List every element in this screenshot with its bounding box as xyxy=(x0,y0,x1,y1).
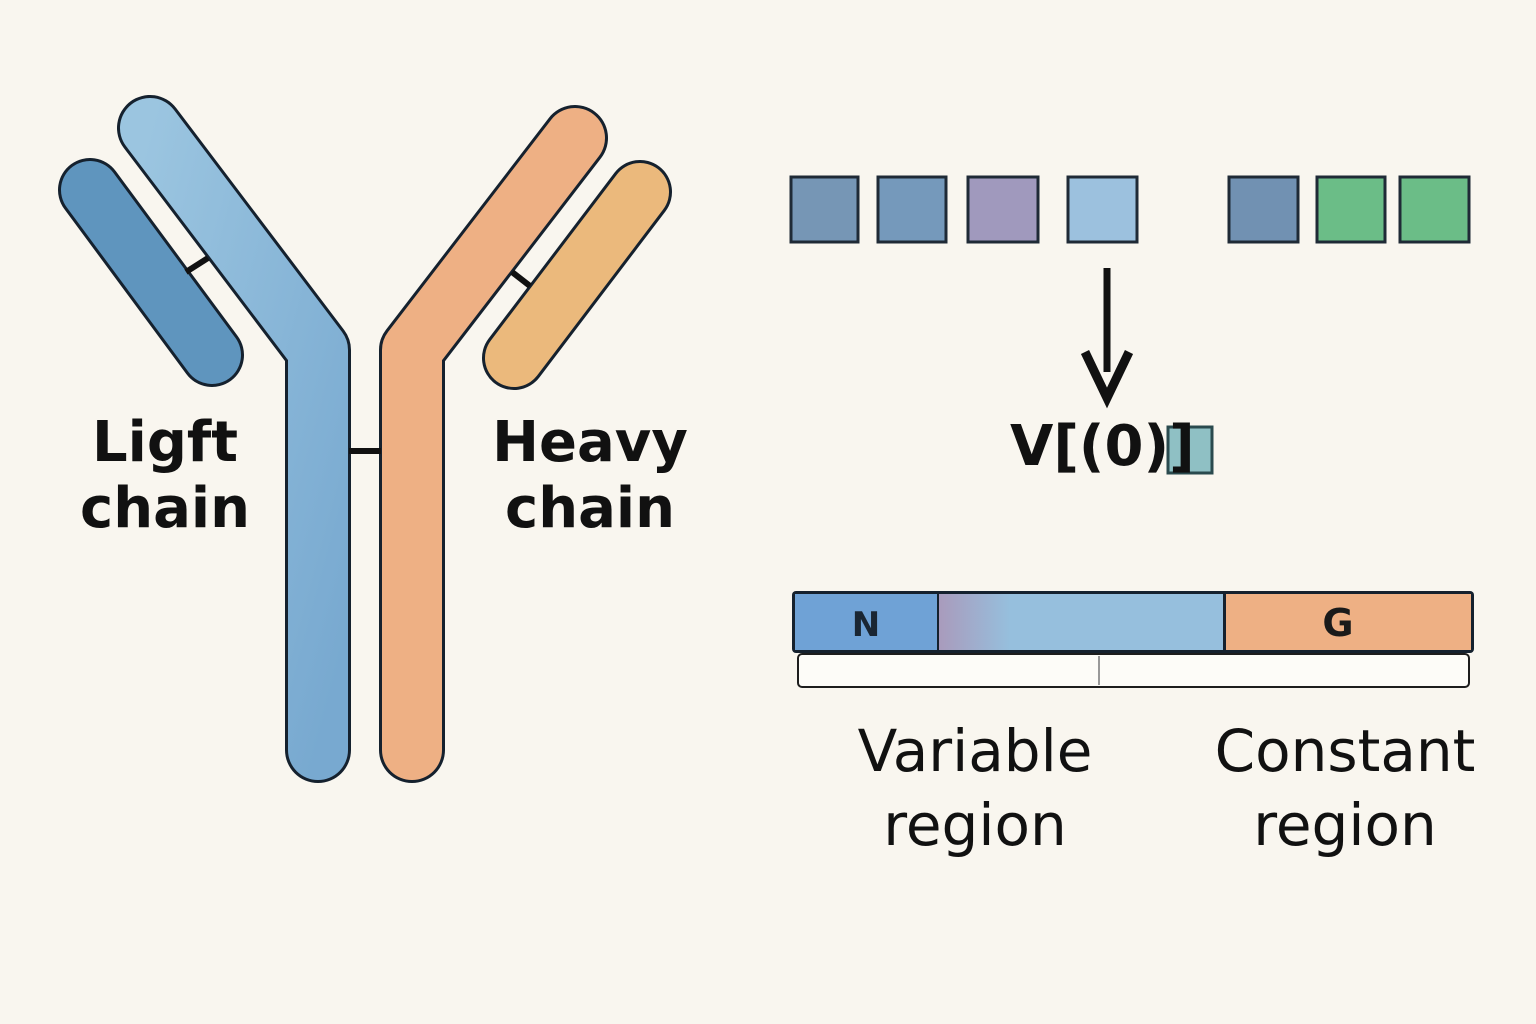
heavy-chain-right xyxy=(379,105,608,783)
variable-region-label-line1: Variable xyxy=(857,717,1093,785)
variable-region-label: Variable region xyxy=(820,714,1130,862)
gene-segment-2 xyxy=(876,175,948,244)
light-chain-left xyxy=(58,158,244,387)
light-chain-label-line1: Ligft xyxy=(91,410,239,475)
bar-left-mark: N xyxy=(852,605,880,645)
gene-segment-5 xyxy=(1227,175,1300,244)
bar-variable-start xyxy=(795,594,937,650)
bar-right-mark: G xyxy=(1322,601,1353,645)
gene-segment-1 xyxy=(789,175,860,244)
gene-label: V[(0)] xyxy=(1010,414,1195,479)
constant-region-label: Constant region xyxy=(1190,714,1500,862)
light-chain-label-line2: chain xyxy=(80,476,250,541)
light-chain-label: Ligft chain xyxy=(55,410,275,542)
down-arrow-icon xyxy=(1080,268,1134,409)
heavy-chain-label-line1: Heavy xyxy=(492,410,688,475)
gene-segment-6 xyxy=(1315,175,1387,244)
bar-constant xyxy=(1226,594,1471,650)
disulfide-bonds xyxy=(184,255,532,454)
heavy-chain-label: Heavy chain xyxy=(480,410,700,542)
gene-segment-7 xyxy=(1398,175,1471,244)
region-bracket xyxy=(797,653,1470,688)
gene-small-square xyxy=(1166,425,1214,475)
gene-segment-4 xyxy=(1066,175,1139,244)
constant-region-label-line2: region xyxy=(1253,791,1437,859)
variable-region-label-line2: region xyxy=(883,791,1067,859)
heavy-chain-label-line2: chain xyxy=(505,476,675,541)
heavy-chain-left xyxy=(117,95,351,783)
gene-segments xyxy=(789,175,1471,244)
region-bar: N G xyxy=(792,591,1474,688)
light-chain-right xyxy=(482,160,672,390)
gene-segment-3 xyxy=(966,175,1040,244)
constant-region-label-line1: Constant xyxy=(1214,717,1476,785)
bar-variable-body xyxy=(939,594,1223,650)
